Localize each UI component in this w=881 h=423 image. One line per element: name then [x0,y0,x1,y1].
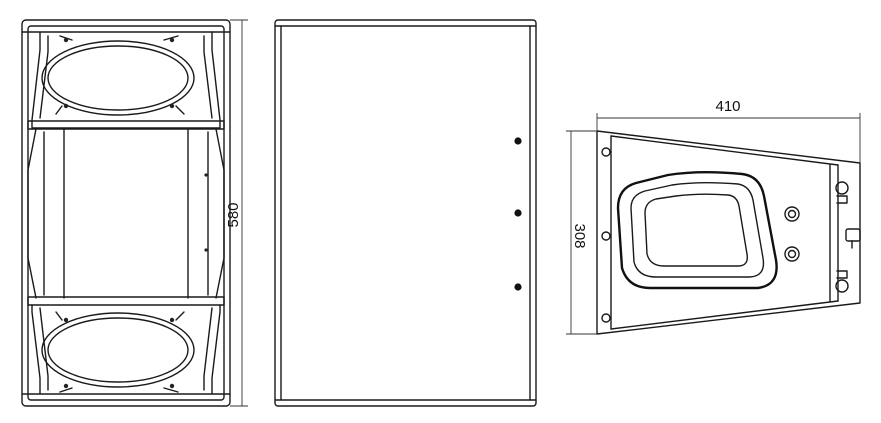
lower-woofer [41,312,195,388]
top-fitting-2 [784,246,800,262]
depth-dimension: 308 [566,130,597,335]
upper-crossbar [27,120,225,130]
width-dimension: 410 [596,98,861,163]
top-view: 410 308 [566,98,861,335]
depth-label: 308 [571,223,588,248]
top-fitting-1 [784,206,800,222]
front-cabinet-inner-outline [27,25,225,401]
rigging-point-1 [835,181,849,195]
upper-baffle [31,31,221,129]
side-mount-point-1 [514,137,522,145]
lower-baffle [31,304,221,395]
side-mount-point-3 [514,283,522,291]
upper-woofer [41,40,195,116]
height-label: 580 [225,202,242,227]
lower-crossbar [27,296,225,306]
top-outline [596,130,861,335]
handle-recess [616,171,778,290]
front-cabinet-outline [21,19,231,407]
height-dimension: 580 [225,19,248,407]
side-mount-point-2 [514,209,522,217]
front-view: 580 [21,19,248,407]
rigging-point-2 [835,279,849,293]
side-panel-outline [274,19,537,407]
width-label: 410 [715,98,740,115]
side-view [274,19,537,407]
